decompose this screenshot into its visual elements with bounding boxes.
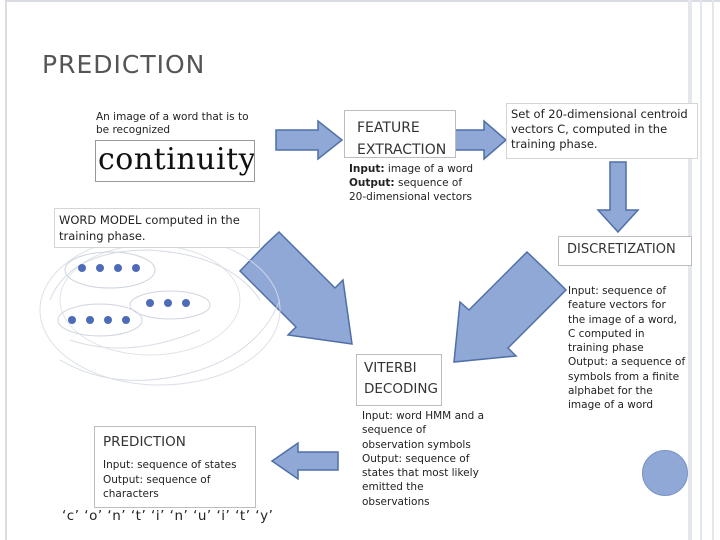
discretization-label: DISCRETIZATION <box>567 242 676 257</box>
word-model-box: WORD MODEL computed in the training phas… <box>54 208 260 248</box>
vit-output-text: sequence of states that most likely emit… <box>362 452 479 508</box>
prediction-label: PREDICTION <box>103 434 186 450</box>
fe-input-key: Input: <box>349 163 385 175</box>
viterbi-label: VITERBI DECODING <box>364 360 438 397</box>
arrow-to-feature-extraction <box>275 119 344 161</box>
decorative-circle <box>642 450 688 496</box>
frame-top-line <box>5 0 720 2</box>
frame-right-line <box>712 0 714 540</box>
arrow-to-discretization <box>596 161 640 234</box>
feature-extraction-io: Input: image of a word Output: sequence … <box>349 162 479 204</box>
feature-extraction-box: FEATURE EXTRACTION <box>344 110 456 158</box>
fe-output-text: sequence of 20-dimensional vectors <box>349 177 473 203</box>
pred-input-key: Input: <box>103 459 134 471</box>
page-title: PREDICTION <box>42 50 206 79</box>
fe-output-key: Output: <box>349 177 395 189</box>
input-image-caption: An image of a word that is to be recogni… <box>96 111 249 136</box>
frame-left-line <box>5 0 7 540</box>
frame-right-line <box>688 0 692 540</box>
viterbi-box: VITERBI DECODING <box>356 354 442 406</box>
word-image: continuity <box>95 140 255 182</box>
discretization-box: DISCRETIZATION <box>558 236 692 266</box>
vit-input-text: word HMM and a sequence of observation s… <box>362 410 485 451</box>
centroids-text: Set of 20-dimensional centroid vectors C… <box>511 107 688 151</box>
feature-extraction-label: FEATURE EXTRACTION <box>357 120 447 158</box>
arrow-to-prediction <box>270 441 339 481</box>
centroids-box: Set of 20-dimensional centroid vectors C… <box>506 103 698 159</box>
word-model-text: WORD MODEL computed in the training phas… <box>59 213 240 243</box>
prediction-box: PREDICTION Input: sequence of states Out… <box>94 426 256 508</box>
word-image-text: continuity <box>98 142 255 177</box>
disc-input-text: sequence of feature vectors for the imag… <box>568 285 677 355</box>
arrow-discretization-to-viterbi <box>453 250 568 363</box>
arrow-to-centroids <box>453 119 508 161</box>
pred-output-text: sequence of characters <box>103 473 211 501</box>
prediction-io: Input: sequence of states Output: sequen… <box>95 452 255 502</box>
arrow-word-model-to-viterbi <box>238 230 353 345</box>
disc-output-text: a sequence of symbols from a finite alph… <box>568 356 686 412</box>
disc-input-key: Input: <box>568 285 599 297</box>
pred-output-key: Output: <box>103 473 144 486</box>
predicted-characters: ‘c’ ‘o’ ‘n’ ‘t’ ‘i’ ‘n’ ‘u’ ‘i’ ‘t’ ‘y’ <box>62 508 274 524</box>
frame-right-line <box>700 0 702 540</box>
pred-input-text: sequence of states <box>133 459 237 471</box>
disc-output-key: Output: <box>568 356 609 369</box>
discretization-io: Input: sequence of feature vectors for t… <box>568 284 686 413</box>
vit-input-key: Input: <box>362 410 393 422</box>
fe-input-text: image of a word <box>384 163 474 175</box>
viterbi-io: Input: word HMM and a sequence of observ… <box>362 409 486 509</box>
vit-output-key: Output: <box>362 452 403 465</box>
word-model-graphic <box>39 234 281 386</box>
